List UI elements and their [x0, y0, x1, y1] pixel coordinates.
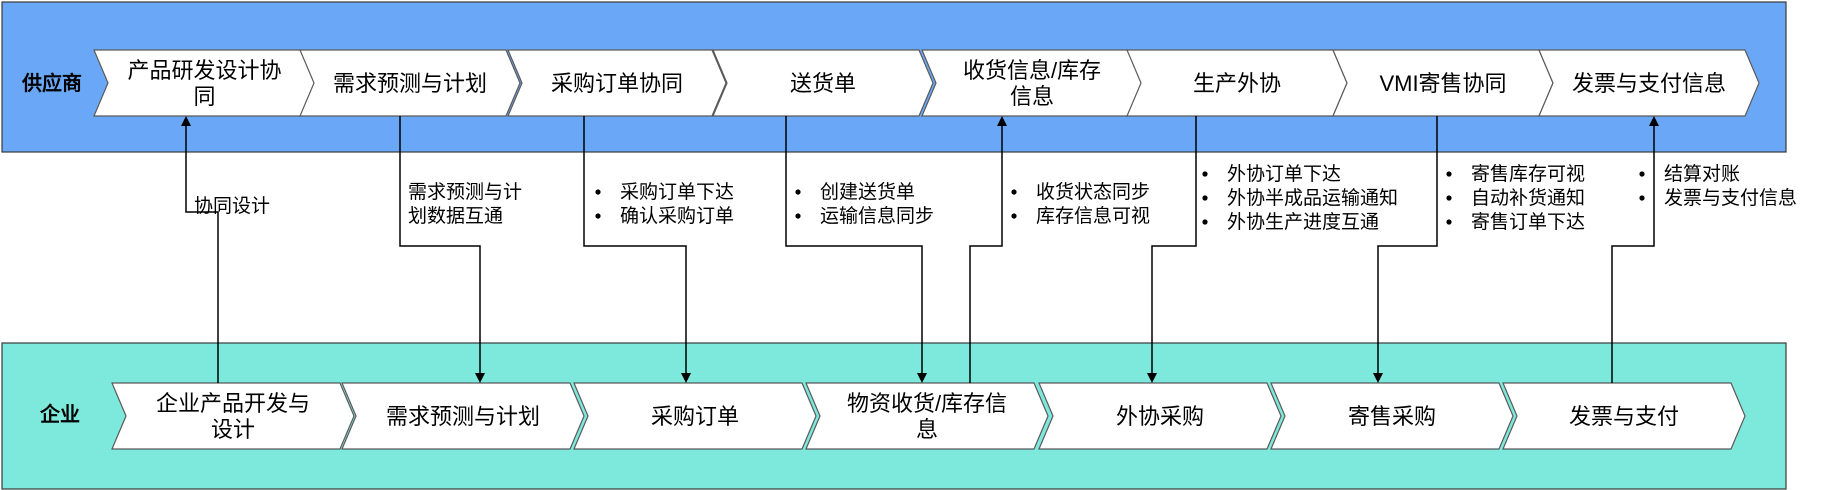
supplier-step-label: 发票与支付信息 [1572, 71, 1726, 96]
enterprise-step-label: 寄售采购 [1348, 404, 1436, 429]
flow-note-1: 协同设计 [194, 195, 270, 217]
supplier-step-label: VMI寄售协同 [1379, 71, 1506, 96]
bullet-dot [595, 213, 601, 219]
enterprise-step-chevron [1502, 382, 1746, 450]
supplier-step-label: 收货信息/库存 [963, 58, 1101, 83]
supplier-step-chevron [299, 49, 521, 117]
supplier-step-7: VMI寄售协同 [1332, 49, 1554, 117]
enterprise-step-chevron [341, 382, 585, 450]
flow-connector-1 [181, 116, 219, 383]
flow-note-line: 发票与支付信息 [1664, 187, 1797, 209]
bullet-dot [1202, 219, 1208, 225]
bullet-dot [795, 213, 801, 219]
flow-note-line: 库存信息可视 [1036, 205, 1150, 227]
flow-note-line: 外协订单下达 [1227, 163, 1341, 185]
supplier-step-2: 需求预测与计划 [299, 49, 521, 117]
flow-connectors [181, 116, 1659, 383]
enterprise-step-chevron [1038, 382, 1282, 450]
enterprise-step-label: 外协采购 [1116, 404, 1204, 429]
flow-connector-5 [969, 116, 1007, 383]
flow-connector-6 [1147, 116, 1197, 383]
supplier-step-chevron [507, 49, 727, 117]
flow-note-line: 寄售库存可视 [1471, 163, 1585, 185]
flow-connector-3 [583, 116, 691, 383]
bullet-dot [1446, 195, 1452, 201]
flow-note-line: 创建送货单 [820, 181, 915, 203]
flow-note-line: 寄售订单下达 [1471, 211, 1585, 233]
flow-note-line: 采购订单下达 [620, 181, 734, 203]
flow-note-line: 结算对账 [1664, 163, 1740, 185]
enterprise-step-2: 需求预测与计划 [341, 382, 585, 450]
bullet-dot [1011, 189, 1017, 195]
bullet-dot [1202, 171, 1208, 177]
bullet-dot [595, 189, 601, 195]
flow-connector-2 [399, 116, 485, 383]
flow-connector-8 [1611, 116, 1659, 383]
enterprise-step-7: 发票与支付 [1502, 382, 1746, 450]
flow-note-line: 外协生产进度互通 [1227, 211, 1379, 233]
enterprise-step-chevron [805, 382, 1049, 450]
enterprise-step-3: 采购订单 [573, 382, 817, 450]
enterprise-step-chevron [111, 382, 355, 450]
supplier-step-label: 需求预测与计划 [333, 71, 487, 96]
enterprise-step-5: 外协采购 [1038, 382, 1282, 450]
supplier-step-4: 送货单 [712, 49, 934, 117]
supplier-step-chevron [712, 49, 934, 117]
supplier-step-8: 发票与支付信息 [1538, 49, 1760, 117]
flow-note-line: 收货状态同步 [1036, 181, 1150, 203]
flow-connector-7 [1373, 116, 1438, 383]
enterprise-step-label: 发票与支付 [1569, 404, 1679, 429]
supplier-step-label: 同 [193, 84, 215, 109]
enterprise-step-chevron [1270, 382, 1514, 450]
bullet-dot [1639, 171, 1645, 177]
flow-note-line: 划数据互通 [408, 205, 503, 227]
flow-note-line: 自动补货通知 [1471, 187, 1585, 209]
supplier-lane-label: 供应商 [21, 71, 82, 95]
flow-note-line: 运输信息同步 [820, 205, 934, 227]
bullet-dot [1639, 195, 1645, 201]
supplier-step-3: 采购订单协同 [507, 49, 727, 117]
enterprise-step-4: 物资收货/库存信息 [805, 382, 1049, 450]
supplier-step-label: 产品研发设计协 [127, 58, 281, 83]
flow-note-line: 协同设计 [194, 195, 270, 217]
flow-note-line: 确认采购订单 [620, 205, 734, 227]
supplier-step-label: 生产外协 [1193, 71, 1281, 96]
flow-connector-4 [785, 116, 927, 383]
enterprise-step-label: 物资收货/库存信 [847, 391, 1007, 416]
supplier-step-6: 生产外协 [1126, 49, 1348, 117]
bullet-dot [1446, 219, 1452, 225]
supplier-step-label: 信息 [1010, 84, 1054, 109]
supplier-step-label: 采购订单协同 [551, 71, 683, 96]
bullet-dot [1446, 171, 1452, 177]
bullet-dot [795, 189, 801, 195]
enterprise-step-label: 需求预测与计划 [386, 404, 540, 429]
supplier-step-chevron [1538, 49, 1760, 117]
supplier-step-5: 收货信息/库存信息 [921, 49, 1143, 117]
enterprise-step-6: 寄售采购 [1270, 382, 1514, 450]
enterprise-step-label: 设计 [211, 417, 255, 442]
enterprise-lane-label: 企业 [39, 402, 80, 426]
bullet-dot [1011, 213, 1017, 219]
enterprise-step-label: 采购订单 [651, 404, 739, 429]
flow-note-line: 外协半成品运输通知 [1227, 187, 1398, 209]
enterprise-step-label: 息 [916, 417, 938, 442]
enterprise-step-chevron [573, 382, 817, 450]
bullet-dot [1202, 195, 1208, 201]
supplier-step-label: 送货单 [790, 71, 856, 96]
flow-note-line: 需求预测与计 [408, 181, 522, 203]
enterprise-step-label: 企业产品开发与 [156, 391, 310, 416]
